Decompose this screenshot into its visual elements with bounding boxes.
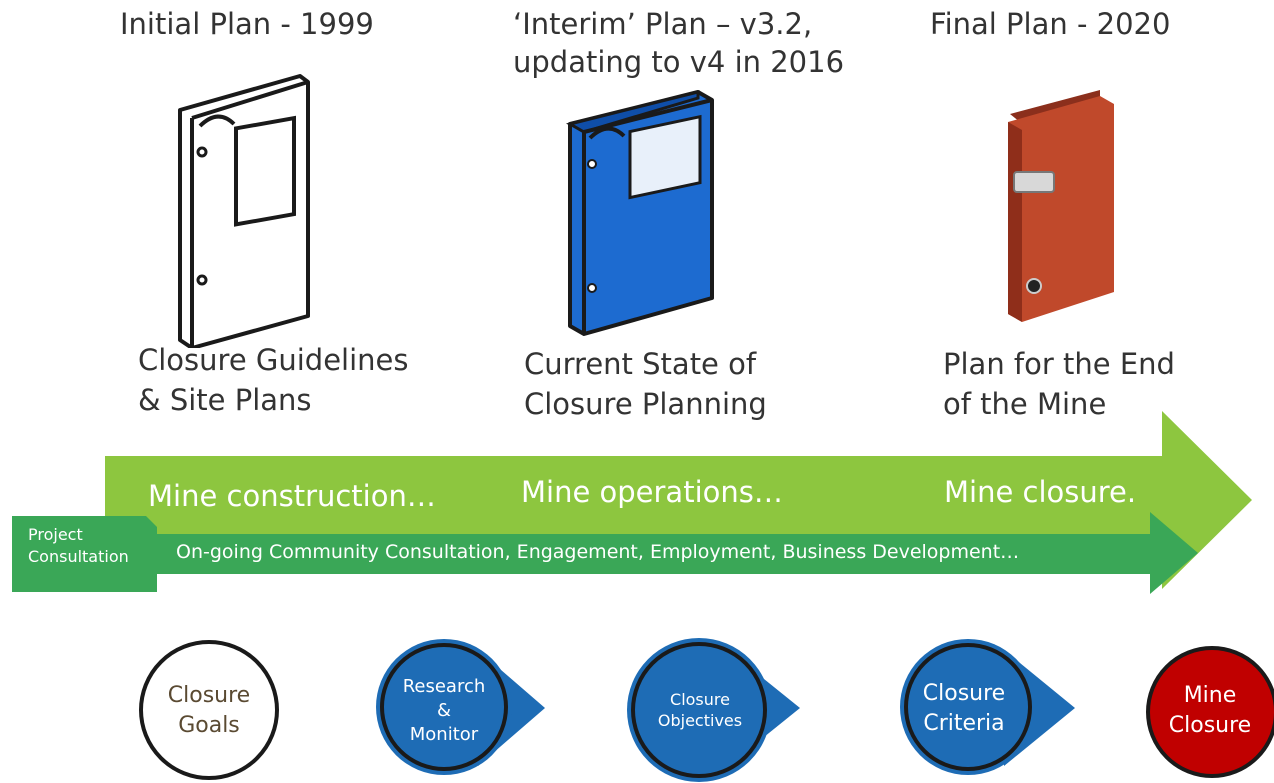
white-binder-icon — [178, 74, 310, 348]
phase-construction-label: Mine construction… — [148, 479, 436, 513]
community-consultation-arrow — [157, 512, 1198, 594]
research-circle-fill — [376, 639, 512, 775]
initial-plan-description: Closure Guidelines & Site Plans — [138, 343, 409, 417]
criteria-circle-ring — [904, 643, 1032, 771]
closure-goals-circle — [139, 640, 279, 780]
initial-plan-title: Initial Plan - 1999 — [120, 7, 374, 41]
interim-plan-description: Current State of Closure Planning — [524, 347, 767, 421]
final-plan-title: Final Plan - 2020 — [930, 7, 1171, 41]
objectives-circle-fill — [627, 638, 771, 782]
blue-binder-icon — [566, 90, 714, 336]
criteria-circle-fill — [900, 639, 1036, 775]
mine-closure-circle — [1146, 646, 1274, 778]
red-binder-icon — [1008, 90, 1114, 322]
phase-closure-label: Mine closure. — [944, 475, 1137, 509]
community-consultation-label: On-going Community Consultation, Engagem… — [176, 541, 1020, 563]
research-monitor-label: Research&Monitor — [402, 676, 486, 745]
interim-plan-title: ‘Interim’ Plan – v3.2, updating to v4 in… — [513, 7, 845, 79]
final-plan-description: Plan for the End of the Mine — [943, 347, 1175, 421]
research-circle-ring — [380, 643, 508, 771]
objectives-circle-ring — [631, 642, 767, 778]
project-consultation-label: Project Consultation — [28, 525, 129, 566]
project-consultation-tab — [12, 516, 157, 592]
phase-operations-label: Mine operations… — [521, 475, 783, 509]
